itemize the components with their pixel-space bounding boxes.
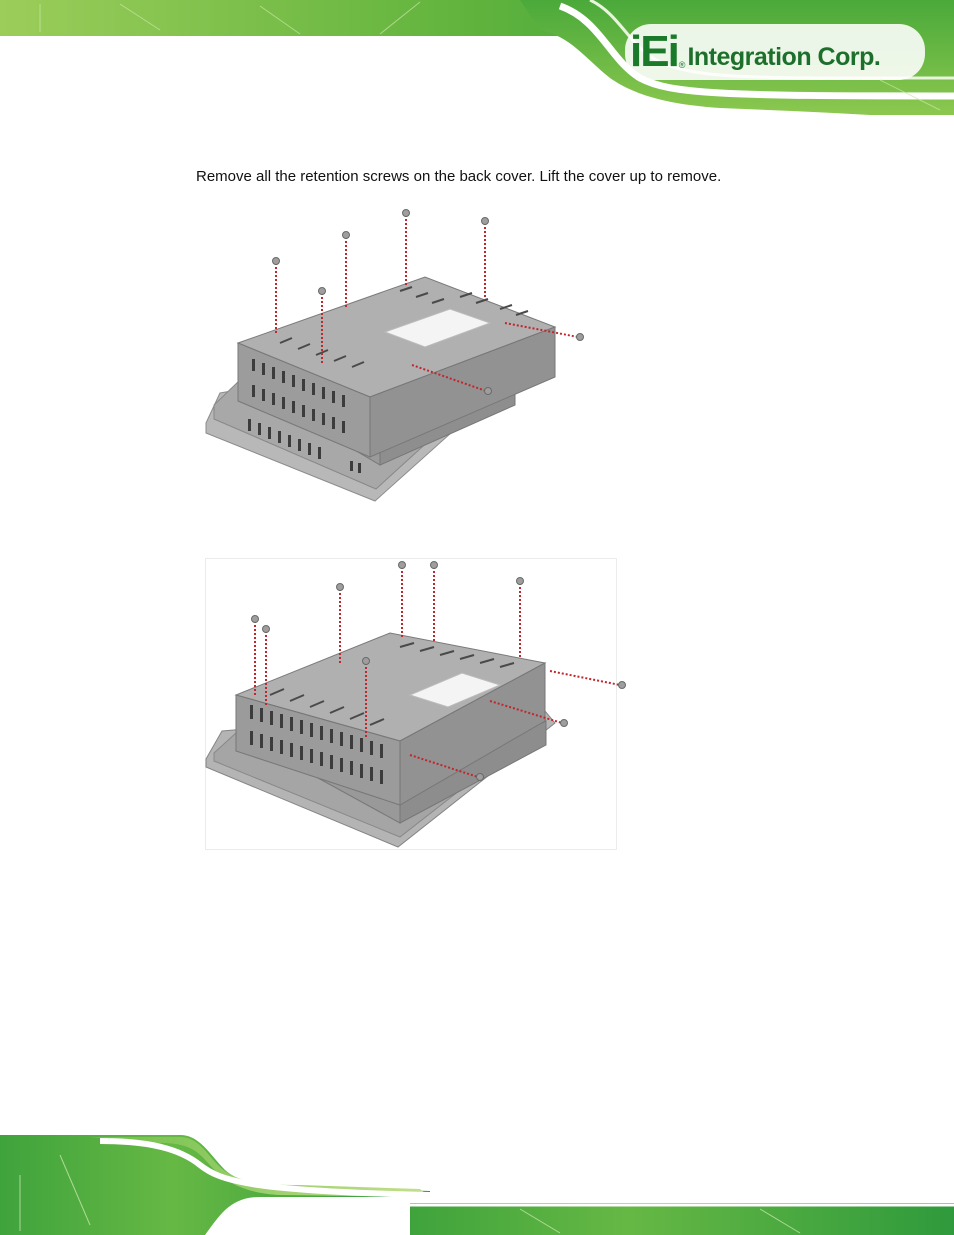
instruction-text: Remove all the retention screws on the b… — [196, 168, 722, 185]
logo-mark-text: iEi — [630, 27, 680, 76]
header-banner-graphic — [0, 0, 954, 115]
figure-back-cover-10-screws — [200, 555, 630, 855]
registered-mark: ® — [678, 60, 686, 70]
company-logo: iEi ® Integration Corp. — [630, 27, 881, 76]
figure-frame — [205, 558, 617, 850]
logo-mark: iEi — [630, 27, 680, 76]
chassis-illustration-2 — [205, 561, 626, 848]
footer-banner-graphic — [0, 1135, 954, 1235]
logo-wordmark: Integration Corp. — [687, 43, 881, 71]
header-banner — [0, 0, 954, 115]
chassis-illustration-1 — [205, 209, 584, 502]
footer-banner — [0, 1135, 954, 1235]
figure-back-cover-7-screws — [200, 205, 600, 510]
